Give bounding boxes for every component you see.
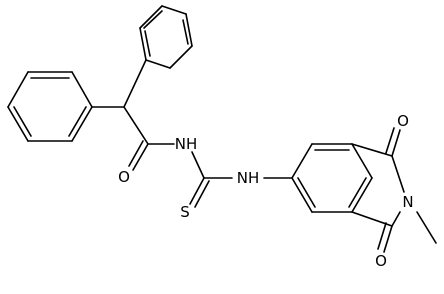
atom-label-imide-oxygen-top: O xyxy=(397,112,409,130)
atom-label-amide-nh: NH xyxy=(175,135,198,153)
bond-double-inner xyxy=(68,106,87,137)
bond-double-inner xyxy=(297,177,316,208)
thiourea-linkage xyxy=(189,151,293,208)
bond xyxy=(351,143,373,179)
bond xyxy=(351,177,373,213)
bond xyxy=(7,71,29,108)
bond-double-inner xyxy=(143,10,163,29)
bond xyxy=(391,211,401,227)
bond-double-inner xyxy=(348,177,367,208)
bond xyxy=(123,106,149,145)
bond xyxy=(139,5,163,29)
bond-c-o-double xyxy=(128,140,144,167)
bond xyxy=(161,5,187,15)
bond xyxy=(169,45,193,69)
phenyl-ring-top xyxy=(139,5,193,69)
imide-ring xyxy=(351,127,437,253)
bond xyxy=(391,155,405,193)
bond-c-o-bottom xyxy=(383,225,393,253)
bond-c-o-top-double xyxy=(385,127,395,154)
bond-c-s xyxy=(189,177,205,205)
bond xyxy=(71,106,93,142)
atom-label-imide-nitrogen: N xyxy=(402,193,413,211)
atom-label-aryl-nh: NH xyxy=(237,169,260,187)
atom-label-thio-sulfur: S xyxy=(180,203,190,221)
bond xyxy=(145,59,171,69)
bond-c-o-bottom-double xyxy=(377,222,387,250)
bond xyxy=(139,27,147,61)
bond xyxy=(351,143,393,157)
bond xyxy=(7,106,29,142)
bond-double-inner xyxy=(13,106,32,137)
bond xyxy=(123,59,147,108)
bond-n-methyl xyxy=(416,211,437,244)
bond-double-inner xyxy=(182,19,189,45)
bond-c-o xyxy=(132,143,149,171)
atom-label-carbonyl-oxygen: O xyxy=(118,168,130,186)
atom-label-imide-oxygen-bottom: O xyxy=(375,252,387,270)
bond xyxy=(291,143,313,179)
bond xyxy=(291,177,313,213)
diphenylacetyl-linkage xyxy=(91,59,175,171)
bond-c-s-double xyxy=(194,180,210,208)
bond xyxy=(191,151,205,179)
phenyl-ring-left xyxy=(7,71,93,142)
bond xyxy=(185,13,193,47)
bond-double-inner xyxy=(144,30,151,57)
bond xyxy=(71,71,93,108)
isoindoline-benzene-ring xyxy=(291,143,373,213)
bond-c-o-top xyxy=(391,129,401,157)
